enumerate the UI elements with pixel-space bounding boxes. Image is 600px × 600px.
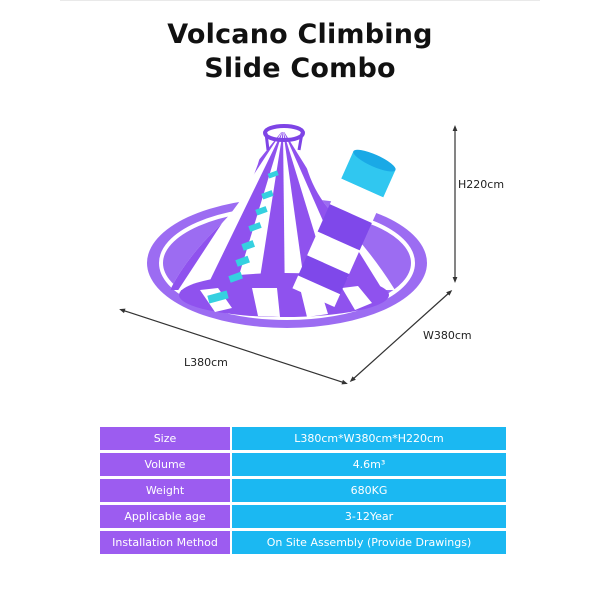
spec-row: Weight 680KG (100, 479, 506, 502)
top-divider (60, 0, 540, 1)
width-arrow (349, 289, 453, 383)
spec-row: Size L380cm*W380cm*H220cm (100, 427, 506, 450)
height-label: H220cm (458, 178, 505, 191)
spec-row: Volume 4.6m³ (100, 453, 506, 476)
title-line-2: Slide Combo (204, 53, 396, 84)
width-label: W380cm (423, 329, 472, 342)
spec-label: Applicable age (100, 505, 232, 528)
spec-row: Applicable age 3-12Year (100, 505, 506, 528)
spec-label: Size (100, 427, 232, 450)
spec-value: On Site Assembly (Provide Drawings) (232, 531, 506, 554)
length-label: L380cm (184, 356, 228, 369)
spec-label: Volume (100, 453, 232, 476)
volcano-slide-illustration (119, 124, 458, 385)
slide-tube (292, 149, 396, 308)
spec-value: 4.6m³ (232, 453, 506, 476)
product-title: Volcano Climbing Slide Combo (0, 18, 600, 86)
top-ring (263, 124, 305, 142)
spec-value: 3-12Year (232, 505, 506, 528)
spec-label: Installation Method (100, 531, 232, 554)
climbing-holds (207, 170, 279, 304)
title-line-1: Volcano Climbing (167, 19, 433, 50)
spec-value: L380cm*W380cm*H220cm (232, 427, 506, 450)
spec-row: Installation Method On Site Assembly (Pr… (100, 531, 506, 554)
spec-label: Weight (100, 479, 232, 502)
length-arrow (119, 308, 348, 385)
spec-value: 680KG (232, 479, 506, 502)
cone-bottom-stripes (200, 286, 372, 317)
spec-table: Size L380cm*W380cm*H220cm Volume 4.6m³ W… (100, 424, 506, 557)
